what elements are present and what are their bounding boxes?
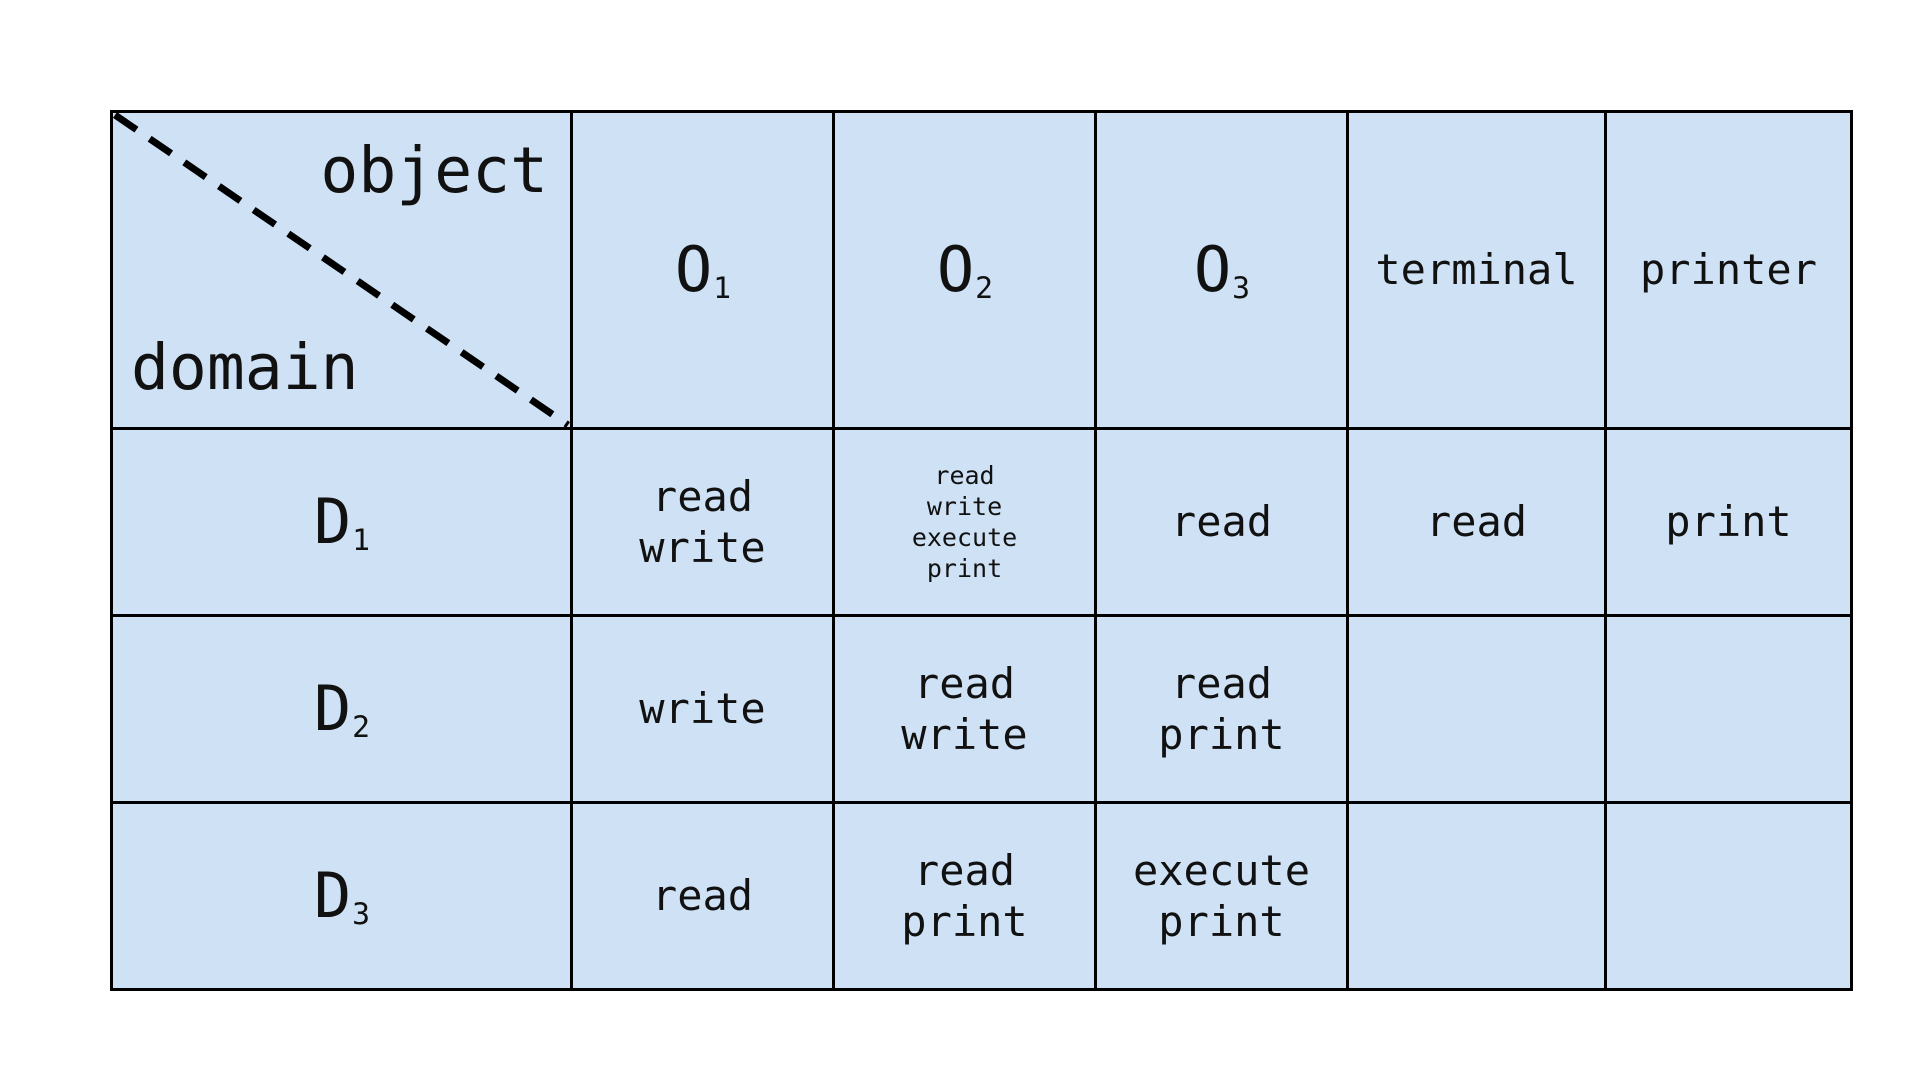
cell-d1-terminal-text: read xyxy=(1425,497,1528,547)
matrix-row-d2: D2 write read write read print xyxy=(110,614,1853,804)
cell-d1-o2-text: read write execute print xyxy=(911,461,1018,583)
row-header-d1: D1 xyxy=(110,427,573,617)
column-header-printer: printer xyxy=(1604,110,1853,430)
row-header-d2-text: D2 xyxy=(313,672,371,745)
matrix-header-row: object domain O1 O2 O3 terminal xyxy=(110,110,1853,430)
cell-d1-o3-text: read xyxy=(1170,497,1273,547)
column-header-terminal-text: terminal xyxy=(1375,245,1578,294)
cell-d2-printer xyxy=(1604,614,1853,804)
row-header-d2-subscript: 2 xyxy=(352,709,371,745)
cell-d2-o2-text: read write xyxy=(901,658,1028,759)
column-header-o2-subscript: 2 xyxy=(975,270,994,306)
column-header-o3-subscript: 3 xyxy=(1232,270,1251,306)
cell-d2-o3-text: read print xyxy=(1158,658,1285,759)
row-header-d3-subscript: 3 xyxy=(352,896,371,932)
row-header-d2: D2 xyxy=(110,614,573,804)
cell-d3-o3: execute print xyxy=(1094,801,1349,991)
cell-d1-printer: print xyxy=(1604,427,1853,617)
corner-object-label: object xyxy=(320,134,548,207)
row-header-d3: D3 xyxy=(110,801,573,991)
matrix-row-d1: D1 read write read write execute print r… xyxy=(110,427,1853,617)
cell-d3-o2-text: read print xyxy=(901,845,1028,946)
cell-d2-terminal xyxy=(1346,614,1607,804)
cell-d3-terminal xyxy=(1346,801,1607,991)
column-header-terminal: terminal xyxy=(1346,110,1607,430)
cell-d3-o3-text: execute print xyxy=(1132,845,1310,946)
cell-d2-o1: write xyxy=(570,614,835,804)
cell-d3-o1: read xyxy=(570,801,835,991)
cell-d3-o1-text: read xyxy=(651,871,754,921)
column-header-o2: O2 xyxy=(832,110,1097,430)
column-header-o2-text: O2 xyxy=(936,233,994,306)
matrix-row-d3: D3 read read print execute print xyxy=(110,801,1853,991)
column-header-printer-text: printer xyxy=(1639,245,1817,294)
cell-d2-o1-text: write xyxy=(639,684,766,734)
cell-d1-terminal: read xyxy=(1346,427,1607,617)
cell-d1-o3: read xyxy=(1094,427,1349,617)
cell-d3-o2: read print xyxy=(832,801,1097,991)
cell-d2-o2: read write xyxy=(832,614,1097,804)
column-header-o1: O1 xyxy=(570,110,835,430)
row-header-d1-text: D1 xyxy=(313,485,371,558)
row-header-d3-text: D3 xyxy=(313,859,371,932)
column-header-o3: O3 xyxy=(1094,110,1349,430)
corner-domain-label: domain xyxy=(131,331,359,404)
matrix-table: object domain O1 O2 O3 terminal xyxy=(110,110,1853,991)
access-control-matrix: object domain O1 O2 O3 terminal xyxy=(110,110,1853,991)
cell-d1-o2: read write execute print xyxy=(832,427,1097,617)
column-header-o1-text: O1 xyxy=(674,233,732,306)
cell-d1-o1-text: read write xyxy=(639,471,766,572)
corner-header-cell: object domain xyxy=(110,110,573,430)
column-header-o3-text: O3 xyxy=(1193,233,1251,306)
cell-d1-printer-text: print xyxy=(1665,497,1792,547)
cell-d2-o3: read print xyxy=(1094,614,1349,804)
row-header-d1-subscript: 1 xyxy=(352,522,371,558)
cell-d1-o1: read write xyxy=(570,427,835,617)
column-header-o1-subscript: 1 xyxy=(713,270,732,306)
cell-d3-printer xyxy=(1604,801,1853,991)
